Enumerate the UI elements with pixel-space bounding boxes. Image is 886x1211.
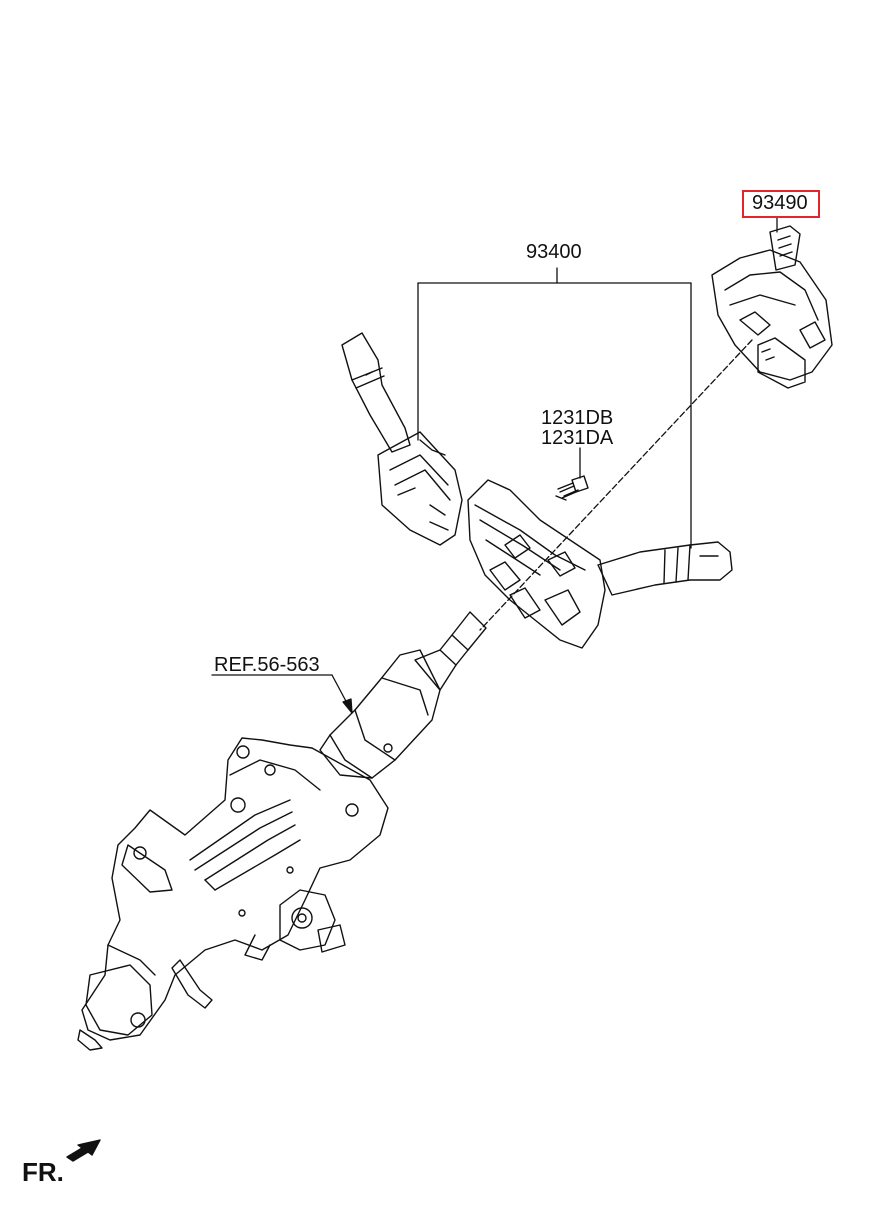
- part-number-93490[interactable]: 93490: [752, 192, 808, 214]
- steering-column-part: [77, 611, 487, 1051]
- part-number-1231da[interactable]: 1231DA: [541, 427, 614, 449]
- part-number-93400[interactable]: 93400: [526, 241, 582, 263]
- highlight-box-93490: [742, 190, 820, 218]
- front-direction-arrow-icon: [66, 1139, 101, 1162]
- combination-switch-assembly: [341, 332, 733, 649]
- bolt-part: [555, 475, 589, 501]
- part-number-1231db[interactable]: 1231DB: [541, 407, 614, 429]
- front-direction-label: FR.: [22, 1157, 64, 1187]
- leader-lines: [211, 215, 778, 714]
- reference-label[interactable]: REF.56-563: [214, 654, 320, 676]
- clock-spring-part: [711, 225, 833, 389]
